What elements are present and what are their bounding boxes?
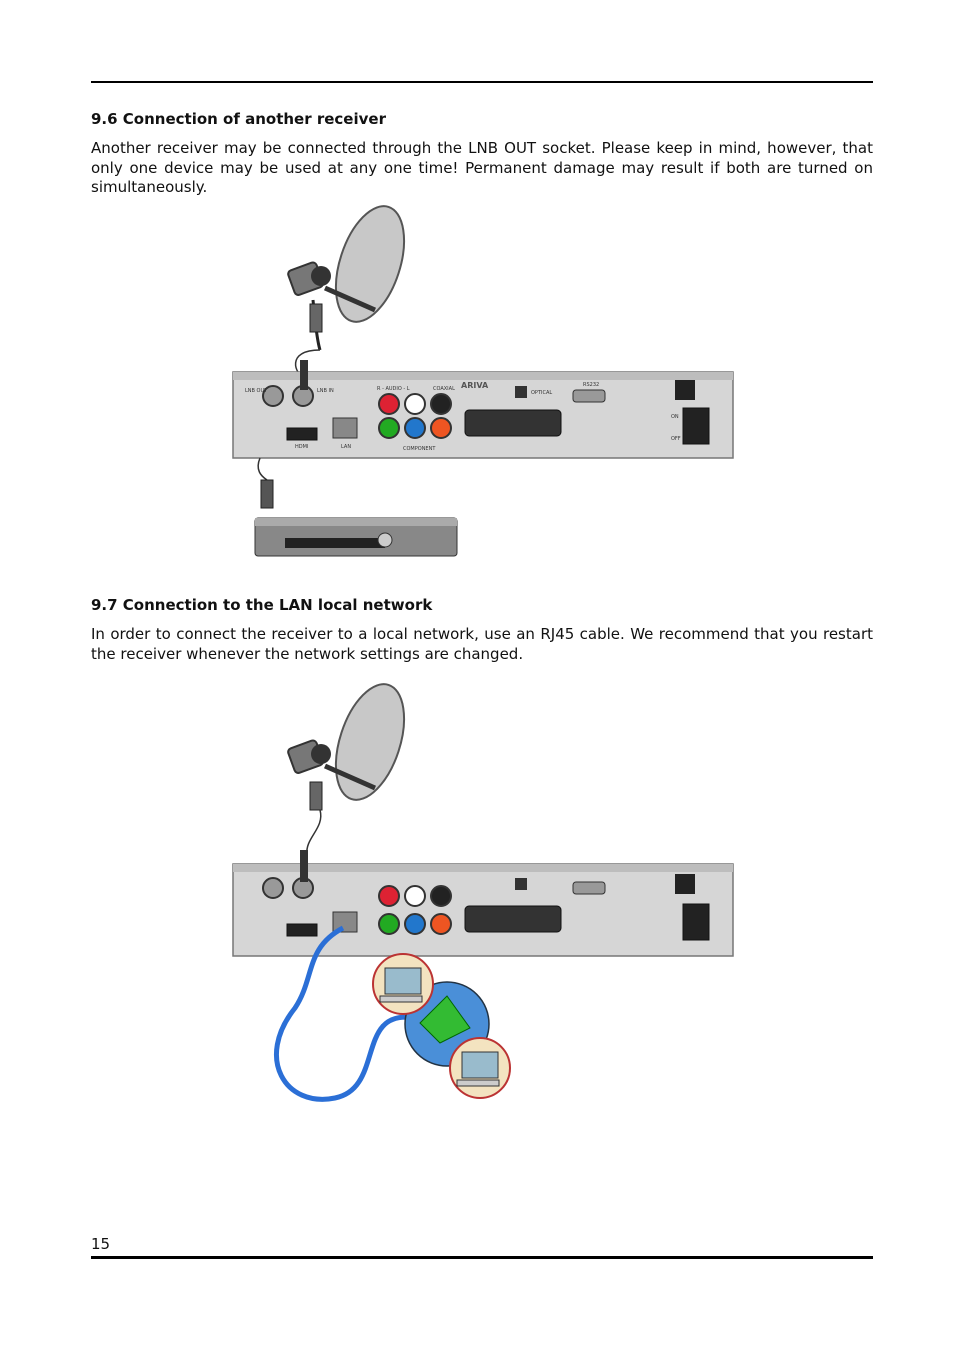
computer-icon-2 (449, 1037, 511, 1099)
label-optical: OPTICAL (531, 390, 552, 396)
label-lnb-out: LNB OUT (245, 388, 268, 394)
label-off: OFF (671, 436, 681, 442)
section-body-9-6: Another receiver may be connected throug… (91, 139, 873, 196)
label-hdmi: HDMI (295, 444, 308, 450)
figure-another-receiver: LNB OUT LNB IN HDMI LAN R - AUDIO - L CO… (232, 205, 734, 557)
section-heading-9-7: 9.7 Connection to the LAN local network (91, 596, 433, 614)
label-coaxial: COAXIAL (433, 386, 455, 392)
receiver-rear-panel: LNB OUT LNB IN HDMI LAN R - AUDIO - L CO… (232, 360, 734, 459)
label-lnb-in: LNB IN (317, 388, 334, 394)
label-on: ON (671, 414, 679, 420)
section-heading-9-6: 9.6 Connection of another receiver (91, 110, 386, 128)
header-rule (91, 81, 873, 83)
page-number: 15 (91, 1235, 111, 1253)
figure-lan-connection (232, 683, 734, 1102)
satellite-dish-illustration-2 (287, 683, 406, 855)
brand-logo: ARIVA (461, 381, 489, 390)
label-audio: R - AUDIO - L (377, 386, 410, 392)
satellite-dish-illustration (287, 205, 406, 379)
computer-icon-1 (372, 953, 434, 1015)
second-receiver-illustration (254, 517, 458, 557)
label-lan: LAN (341, 444, 351, 450)
label-component: COMPONENT (403, 446, 436, 452)
footer-rule (91, 1256, 873, 1259)
lan-cable (274, 925, 416, 1102)
label-rs232: RS232 (583, 382, 599, 388)
receiver-rear-panel-2 (232, 850, 734, 957)
section-body-9-7: In order to connect the receiver to a lo… (91, 625, 873, 663)
